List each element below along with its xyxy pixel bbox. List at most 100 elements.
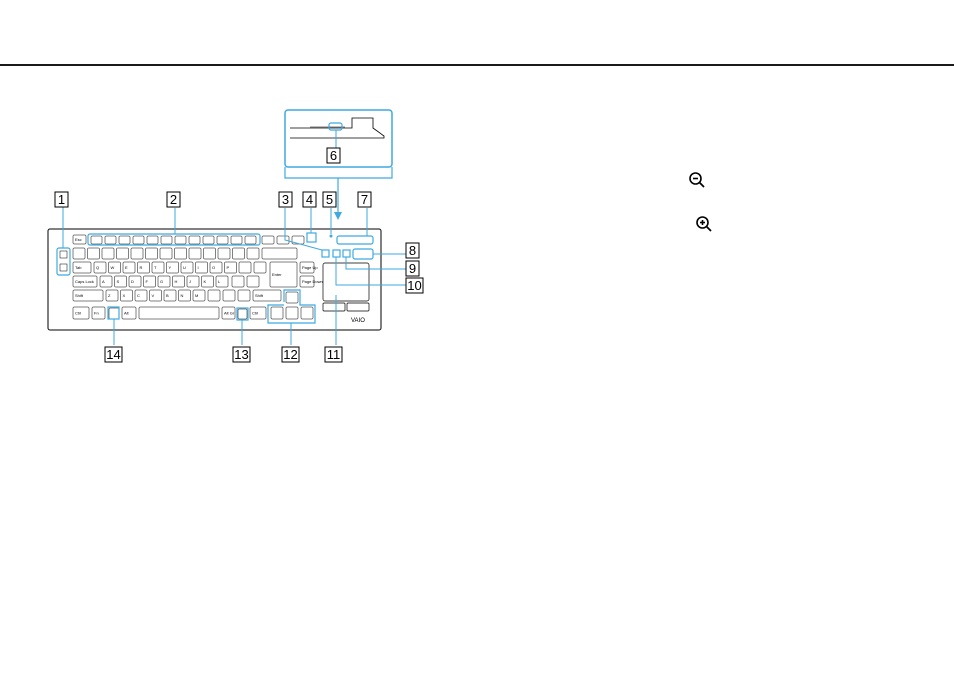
letter-key: U [181,262,193,273]
letter-key: J [187,276,199,287]
function-key [133,236,144,244]
quote-key [247,276,259,287]
letter-key: M [193,290,205,301]
key-label: Esc [75,237,82,242]
key-label: V [152,293,155,298]
callout-1: 1 [55,192,68,207]
callout-number: 1 [58,192,65,207]
key-label: P [227,265,230,270]
ctrl-key: Ctrl [250,307,266,319]
key-label: C [137,293,140,298]
key-label: R [140,265,143,270]
key-label: U [183,265,186,270]
callout-number: 2 [170,192,177,207]
bracket-key [254,262,266,273]
callout-number: 3 [282,192,289,207]
letter-key: G [158,276,170,287]
function-key [231,236,242,244]
letter-key: S [115,276,127,287]
arrow-up-key [286,292,298,303]
key-label: E [125,265,128,270]
letter-key: H [173,276,185,287]
number-key [233,248,245,259]
callout-8: 8 [406,243,419,258]
semicolon-key [232,276,244,287]
function-key [147,236,158,244]
key-label: K [204,279,207,284]
function-key [217,236,228,244]
letter-key: Y [167,262,179,273]
function-key [175,236,186,244]
key-label: J [189,279,191,284]
key-label: G [160,279,163,284]
callout-9: 9 [406,261,419,276]
callout-6: 6 [327,148,340,163]
alt-key: Alt [122,307,136,319]
callout-12: 12 [282,347,299,362]
number-key [117,248,129,259]
callout-2: 2 [167,192,180,207]
callout-14: 14 [105,347,122,362]
callout-number: 8 [409,243,416,258]
space-key [139,307,219,319]
comma-key [208,290,220,301]
function-key [119,236,130,244]
function-key [105,236,116,244]
number-key [218,248,230,259]
letter-key: K [202,276,214,287]
callout-number: 6 [330,148,337,163]
shift-key: Shift [73,290,103,301]
key-label: N [181,293,184,298]
key-label: I [198,265,199,270]
key-label: Alt Gr [224,311,235,316]
alt-gr-key: Alt Gr [222,307,235,319]
callout-10: 10 [406,278,423,293]
number-key [73,248,85,259]
letter-key: V [150,290,162,301]
key-label: Y [169,265,172,270]
letter-key: A [100,276,112,287]
key-label: Ctrl [252,311,258,316]
letter-key: N [179,290,191,301]
callout-13: 13 [233,347,250,362]
zoom-out-icon [688,171,706,189]
arrow-down-key [286,307,298,319]
letter-key: I [196,262,208,273]
callout-5: 5 [323,192,336,207]
key-label: M [195,293,198,298]
letter-key: E [123,262,135,273]
number-key [204,248,216,259]
letter-key: R [138,262,150,273]
tab-key: Tab [73,262,91,273]
key-label: Caps Lock [75,279,94,284]
arrow-right-key [301,307,313,319]
shift-key: Shift [253,290,281,301]
number-key [88,248,100,259]
key-label: H [175,279,178,284]
key-label: Page Up [302,265,318,270]
slash-key [238,290,250,301]
enter-key: Enter [270,262,297,287]
letter-key: Z [106,290,118,301]
key-label: Shift [255,293,264,298]
number-key [189,248,201,259]
callout-number: 10 [407,278,421,293]
key-label: A [102,279,105,284]
callout-11: 11 [325,347,342,362]
callout-number: 14 [106,347,120,362]
callout-number: 13 [234,347,248,362]
letter-key: X [121,290,133,301]
windows-key [109,308,119,319]
key-label: S [117,279,120,284]
key-label: Fn [94,311,99,316]
fn-key: Fn [92,307,105,319]
letter-key: C [135,290,147,301]
number-key [247,248,259,259]
period-key [223,290,235,301]
key-label: Enter [272,272,282,277]
key-label: O [212,265,215,270]
number-key [175,248,187,259]
function-key [189,236,200,244]
key-label: D [131,279,134,284]
esc-key: Esc [73,235,86,244]
